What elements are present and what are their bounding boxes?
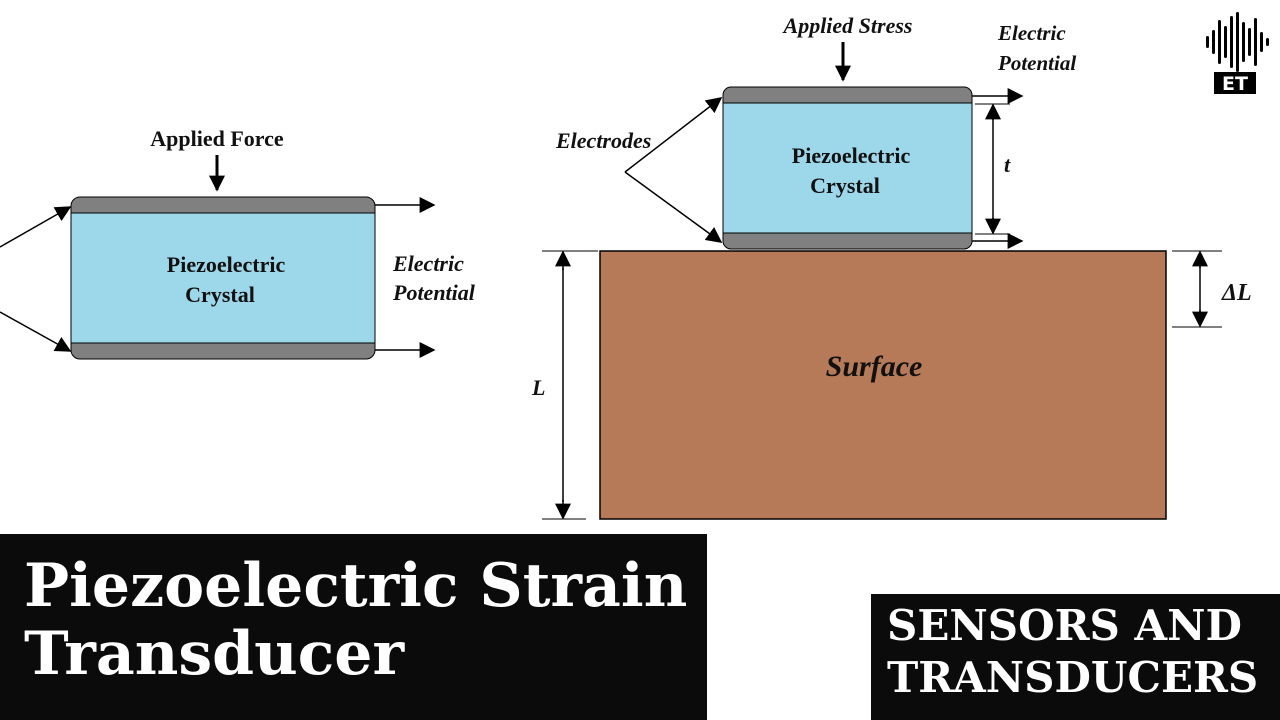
category-banner: SENSORS AND TRANSDUCERS (871, 594, 1280, 720)
left-potential-label-1: Electric (392, 251, 464, 276)
category-line-1: SENSORS AND (887, 601, 1242, 650)
left-crystal-label-2: Crystal (185, 282, 255, 307)
right-diagram: Applied Stress Electric Potential Piezoe… (531, 13, 1252, 520)
thickness-label: t (1004, 152, 1011, 177)
category-line-2: TRANSDUCERS (887, 653, 1259, 702)
logo-badge (1214, 72, 1256, 94)
applied-force-label: Applied Force (150, 126, 284, 151)
sound-wave-icon (1206, 12, 1269, 72)
surface-label: Surface (826, 350, 923, 383)
brand-logo: ET (1206, 12, 1269, 95)
applied-stress-label: Applied Stress (782, 13, 913, 38)
title-line-2: Transducer (24, 619, 405, 689)
right-crystal-label-1: Piezoelectric (792, 143, 911, 168)
right-crystal (722, 102, 973, 234)
electrodes-label: Electrodes (555, 128, 651, 153)
title-banner: Piezoelectric Strain Transducer (0, 534, 707, 720)
right-potential-label-1: Electric (997, 21, 1066, 45)
left-diagram: Applied Force Piezoelectric Crystal Elec… (0, 126, 476, 360)
right-crystal-label-2: Crystal (810, 173, 880, 198)
left-potential-label-2: Potential (392, 280, 476, 305)
left-crystal-label-1: Piezoelectric (167, 252, 286, 277)
electrode-pointer-bottom (624, 171, 723, 243)
length-label: L (531, 375, 545, 400)
electrode-pointer-top (624, 97, 723, 173)
right-potential-label-2: Potential (997, 51, 1076, 75)
left-electrode-pointer-bottom (0, 311, 72, 352)
title-line-1: Piezoelectric Strain (24, 551, 688, 621)
logo-text: ET (1222, 73, 1248, 95)
delta-length-label: ΔL (1221, 280, 1252, 306)
left-crystal (70, 212, 376, 344)
surface-block (599, 250, 1167, 520)
left-electrode-pointer-top (0, 206, 72, 248)
